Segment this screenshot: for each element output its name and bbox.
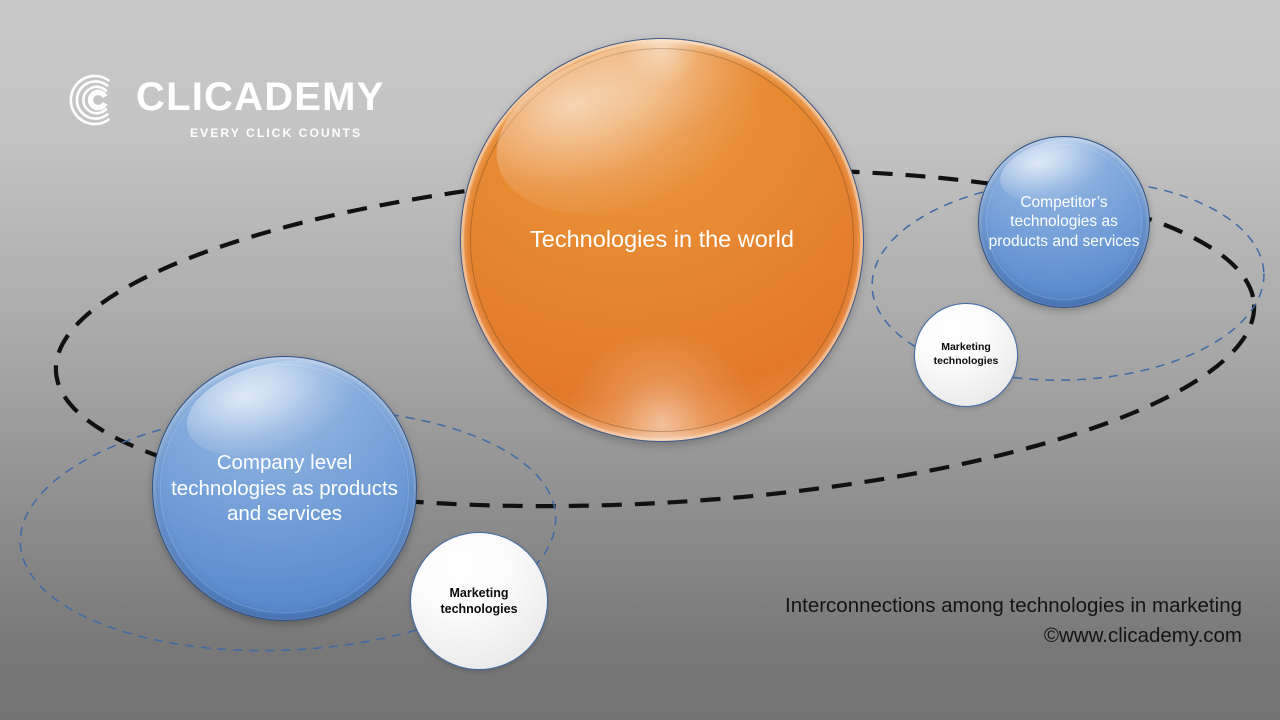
brand-logo: CLICADEMY EVERY CLICK COUNTS — [68, 72, 385, 140]
logo-tagline: EVERY CLICK COUNTS — [190, 126, 363, 140]
bubble-label-world: Technologies in the world — [530, 226, 794, 253]
logo-wordmark-group: CLICADEMY EVERY CLICK COUNTS — [136, 72, 385, 140]
bubble-label-marketing-left: Marketing technologies — [440, 585, 518, 617]
logo-wordmark: CLICADEMY — [136, 75, 385, 119]
bubble-competitor-technologies[interactable]: Competitor’s technologies as products an… — [978, 136, 1150, 308]
bubble-label-competitor: Competitor’s technologies as products an… — [988, 194, 1140, 250]
bubble-label-company: Company level technologies as products a… — [171, 451, 398, 526]
slide-caption: Interconnections among technologies in m… — [785, 591, 1242, 653]
bubble-company-level-technologies[interactable]: Company level technologies as products a… — [152, 356, 417, 621]
caption-line-1: Interconnections among technologies in m… — [785, 593, 1242, 617]
bubble-marketing-technologies-left[interactable]: Marketing technologies — [410, 532, 548, 670]
bubble-technologies-in-the-world[interactable]: Technologies in the world — [460, 38, 864, 442]
bubble-marketing-technologies-right[interactable]: Marketing technologies — [914, 303, 1018, 407]
bubble-label-marketing-right: Marketing technologies — [933, 341, 999, 367]
caption-line-2: ©www.clicademy.com — [1043, 624, 1242, 648]
concentric-c-icon — [69, 74, 111, 126]
